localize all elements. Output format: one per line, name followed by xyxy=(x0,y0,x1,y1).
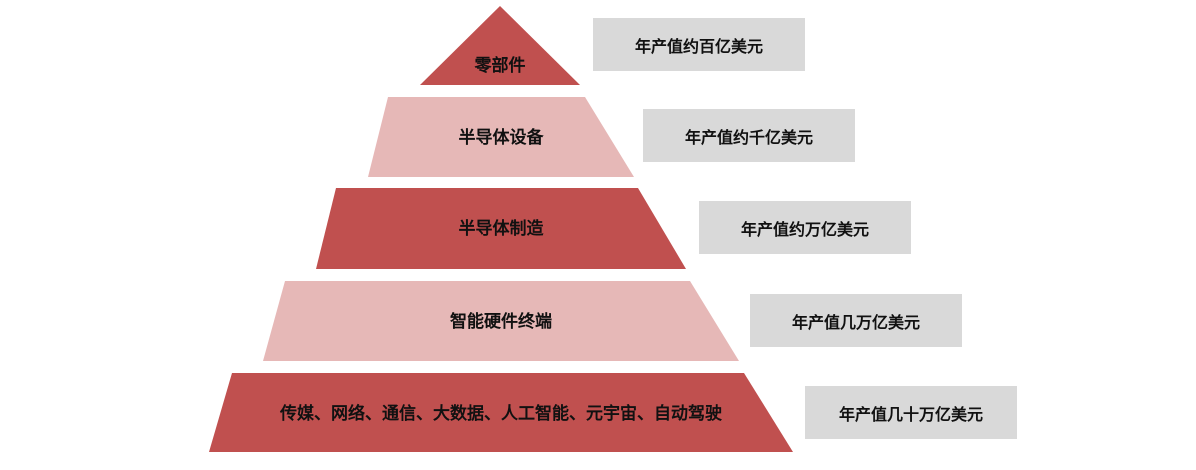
tier-0-band xyxy=(420,6,580,85)
tier-0-label: 零部件 xyxy=(474,55,526,76)
tier-3-value: 年产值几万亿美元 xyxy=(750,294,962,347)
tier-4-label: 传媒、网络、通信、大数据、人工智能、元宇宙、自动驾驶 xyxy=(279,403,722,424)
tier-1-label: 半导体设备 xyxy=(459,127,545,148)
tier-0-value: 年产值约百亿美元 xyxy=(593,18,805,71)
tier-1-value: 年产值约千亿美元 xyxy=(643,109,855,162)
tier-2-value: 年产值约万亿美元 xyxy=(699,201,911,254)
tier-4-value: 年产值几十万亿美元 xyxy=(805,386,1017,439)
tier-1-band xyxy=(368,97,634,177)
tier-3-label: 智能硬件终端 xyxy=(450,311,552,332)
tier-2-band xyxy=(316,188,686,269)
tier-4-band xyxy=(209,373,793,452)
tier-2-label: 半导体制造 xyxy=(459,218,545,239)
tier-3-band xyxy=(263,281,739,361)
